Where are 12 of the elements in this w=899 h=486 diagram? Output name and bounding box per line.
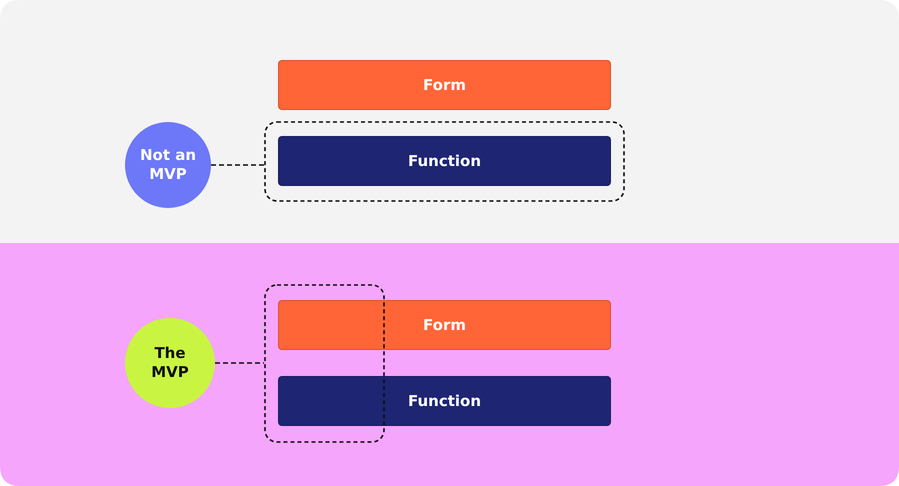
label-text: Form (423, 76, 466, 94)
label-text: Function (408, 152, 482, 170)
label-text: Function (408, 392, 482, 410)
label-bar (278, 300, 611, 350)
label-text: Form (423, 316, 466, 334)
label-text: The MVP (150, 344, 190, 382)
label-bar (278, 136, 611, 186)
connector-line (215, 362, 264, 364)
label-text: Not an MVP (139, 146, 197, 184)
label-bar (278, 376, 611, 426)
connector-line (211, 164, 264, 166)
label-bar (278, 60, 611, 110)
